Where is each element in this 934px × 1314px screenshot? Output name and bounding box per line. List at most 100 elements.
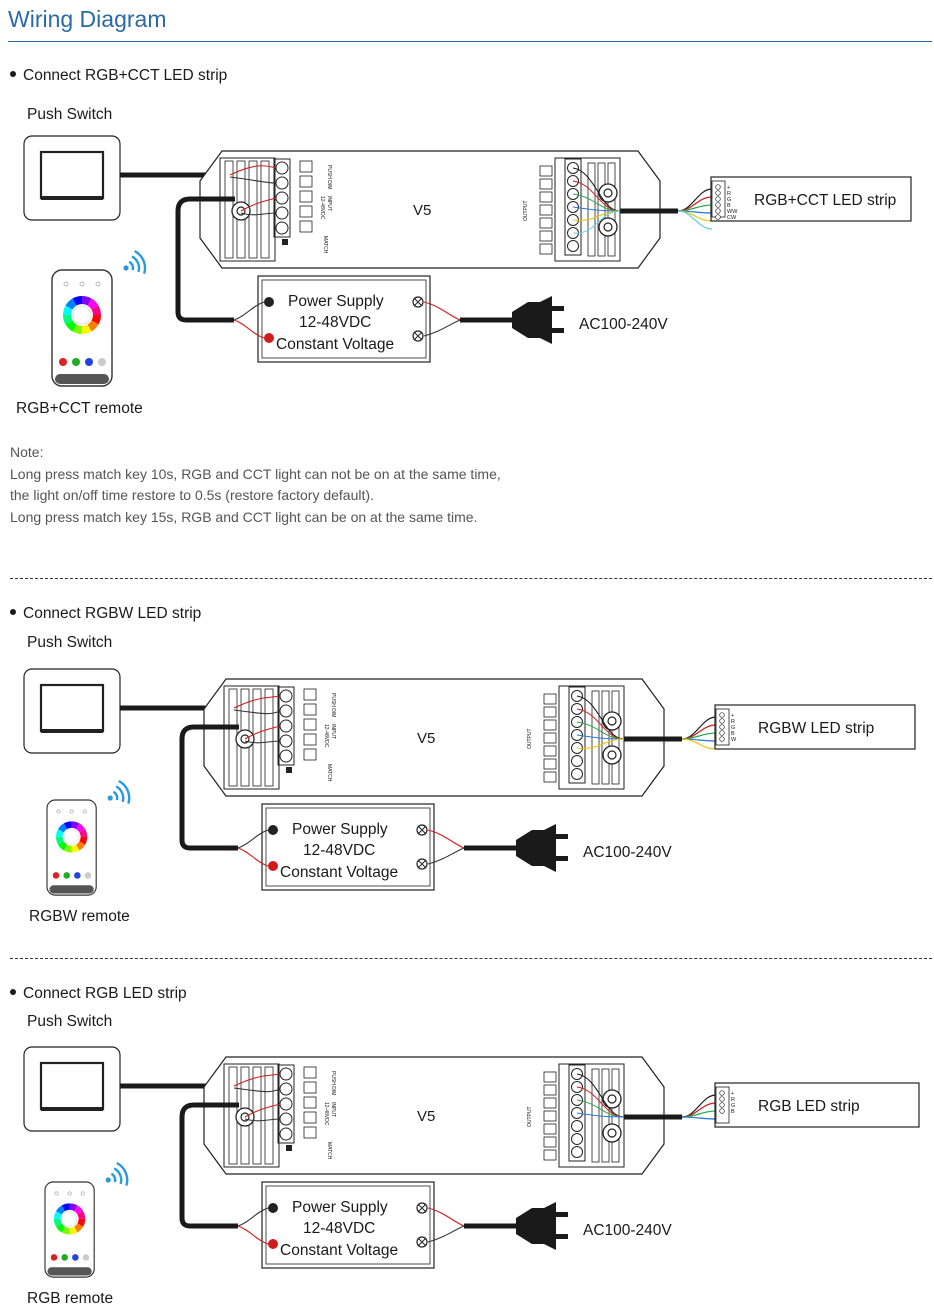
ac-terminal-icon bbox=[416, 824, 428, 836]
power-supply: Power Supply 12-48VDC Constant Voltage bbox=[261, 803, 435, 891]
push-switch-icon bbox=[23, 668, 121, 754]
push-switch-label: Push Switch bbox=[27, 1013, 113, 1030]
section-divider bbox=[10, 578, 932, 579]
ac-terminal-icon bbox=[416, 1236, 428, 1248]
section-divider bbox=[10, 958, 932, 959]
strip-pin-label: + bbox=[727, 185, 730, 191]
strip-pin-label: R bbox=[731, 1097, 735, 1103]
strip-label: RGB LED strip bbox=[758, 1098, 860, 1115]
negative-terminal-icon bbox=[268, 825, 278, 835]
remote-label: RGBW remote bbox=[29, 908, 130, 925]
power-supply-type: Constant Voltage bbox=[280, 1242, 398, 1259]
strip-label: RGBW LED strip bbox=[758, 720, 874, 737]
power-supply-voltage: 12-48VDC bbox=[299, 314, 371, 331]
strip-pin-label: + bbox=[731, 1091, 734, 1097]
controller-name: V5 bbox=[413, 202, 431, 219]
power-supply-voltage: 12-48VDC bbox=[303, 842, 375, 859]
page-title: Wiring Diagram bbox=[8, 6, 167, 32]
wireless-signal-icon bbox=[123, 249, 147, 274]
note-line: Long press match key 15s, RGB and CCT li… bbox=[10, 508, 478, 525]
remote-label: RGB remote bbox=[27, 1290, 114, 1307]
remote-icon bbox=[51, 269, 113, 387]
note-heading: Note: bbox=[10, 444, 44, 460]
ac-terminal-icon bbox=[412, 330, 424, 342]
input-label: INPUT bbox=[330, 1102, 336, 1117]
output-label: OUTPUT bbox=[523, 200, 529, 221]
strip-pin-label: G bbox=[731, 1103, 735, 1109]
push-dim-label: PUSH DIM bbox=[330, 1071, 336, 1095]
ac-voltage-label: AC100-240V bbox=[583, 1222, 672, 1239]
led-strip: +RGB RGB LED strip bbox=[714, 1082, 920, 1128]
match-button-icon bbox=[286, 1145, 292, 1151]
ac-plug-icon bbox=[516, 824, 568, 872]
match-label: MATCH bbox=[326, 1142, 332, 1160]
remote-label: RGB+CCT remote bbox=[16, 400, 143, 417]
match-button-icon bbox=[282, 239, 288, 245]
strip-pin-label: WW bbox=[727, 209, 738, 215]
positive-terminal-icon bbox=[268, 1239, 278, 1249]
ac-plug-icon bbox=[512, 296, 564, 344]
dc-cable bbox=[179, 724, 239, 851]
push-dim-label: PUSH DIM bbox=[326, 165, 332, 189]
negative-terminal-icon bbox=[268, 1203, 278, 1213]
power-supply-title: Power Supply bbox=[288, 293, 384, 310]
push-switch-icon bbox=[23, 1046, 121, 1132]
ac-plug-icon bbox=[516, 1202, 568, 1250]
strip-pin-label: B bbox=[727, 203, 731, 209]
strip-pin-label: + bbox=[731, 713, 734, 719]
push-switch-label: Push Switch bbox=[27, 106, 113, 123]
strip-pin-label: G bbox=[727, 197, 731, 203]
remote-icon bbox=[46, 799, 97, 896]
strip-pin-label: B bbox=[731, 731, 735, 737]
controller-name: V5 bbox=[417, 1108, 435, 1125]
dc-cable bbox=[179, 1102, 239, 1229]
push-switch-icon bbox=[23, 135, 121, 221]
power-supply-type: Constant Voltage bbox=[280, 864, 398, 881]
output-label: OUTPUT bbox=[527, 1106, 533, 1127]
match-label: MATCH bbox=[322, 236, 328, 254]
strip-pin-label: R bbox=[731, 719, 735, 725]
title-divider bbox=[8, 41, 932, 42]
power-supply-title: Power Supply bbox=[292, 821, 388, 838]
strip-pin-label: R bbox=[727, 191, 731, 197]
ac-terminal-icon bbox=[416, 1202, 428, 1214]
bullet-icon bbox=[10, 70, 16, 77]
power-supply-title: Power Supply bbox=[292, 1199, 388, 1216]
ac-voltage-label: AC100-240V bbox=[579, 316, 668, 333]
strip-pin-label: CW bbox=[727, 215, 737, 221]
ac-terminal-icon bbox=[416, 858, 428, 870]
wireless-signal-icon bbox=[107, 779, 131, 804]
dc-cable bbox=[175, 196, 235, 323]
power-supply-voltage: 12-48VDC bbox=[303, 1220, 375, 1237]
ac-voltage-label: AC100-240V bbox=[583, 844, 672, 861]
positive-terminal-icon bbox=[268, 861, 278, 871]
bullet-icon bbox=[10, 988, 16, 995]
strip-pin-label: B bbox=[731, 1109, 735, 1115]
match-button-icon bbox=[286, 767, 292, 773]
power-supply: Power Supply 12-48VDC Constant Voltage bbox=[261, 1181, 435, 1269]
wireless-signal-icon bbox=[105, 1162, 129, 1186]
note-line: Long press match key 10s, RGB and CCT li… bbox=[10, 465, 501, 482]
note-block: Note: Long press match key 10s, RGB and … bbox=[10, 442, 501, 528]
push-switch-label: Push Switch bbox=[27, 634, 113, 651]
strip-pin-label: G bbox=[731, 725, 735, 731]
bullet-icon bbox=[10, 608, 16, 615]
voltage-label: 12-48VDC bbox=[323, 724, 329, 748]
input-label: INPUT bbox=[326, 196, 332, 211]
strip-label: RGB+CCT LED strip bbox=[754, 192, 896, 209]
voltage-label: 12-48VDC bbox=[319, 196, 325, 220]
voltage-label: 12-48VDC bbox=[323, 1102, 329, 1126]
input-label: INPUT bbox=[330, 724, 336, 739]
push-dim-label: PUSH DIM bbox=[330, 693, 336, 717]
note-line: the light on/off time restore to 0.5s (r… bbox=[10, 487, 374, 503]
remote-icon bbox=[44, 1181, 95, 1278]
